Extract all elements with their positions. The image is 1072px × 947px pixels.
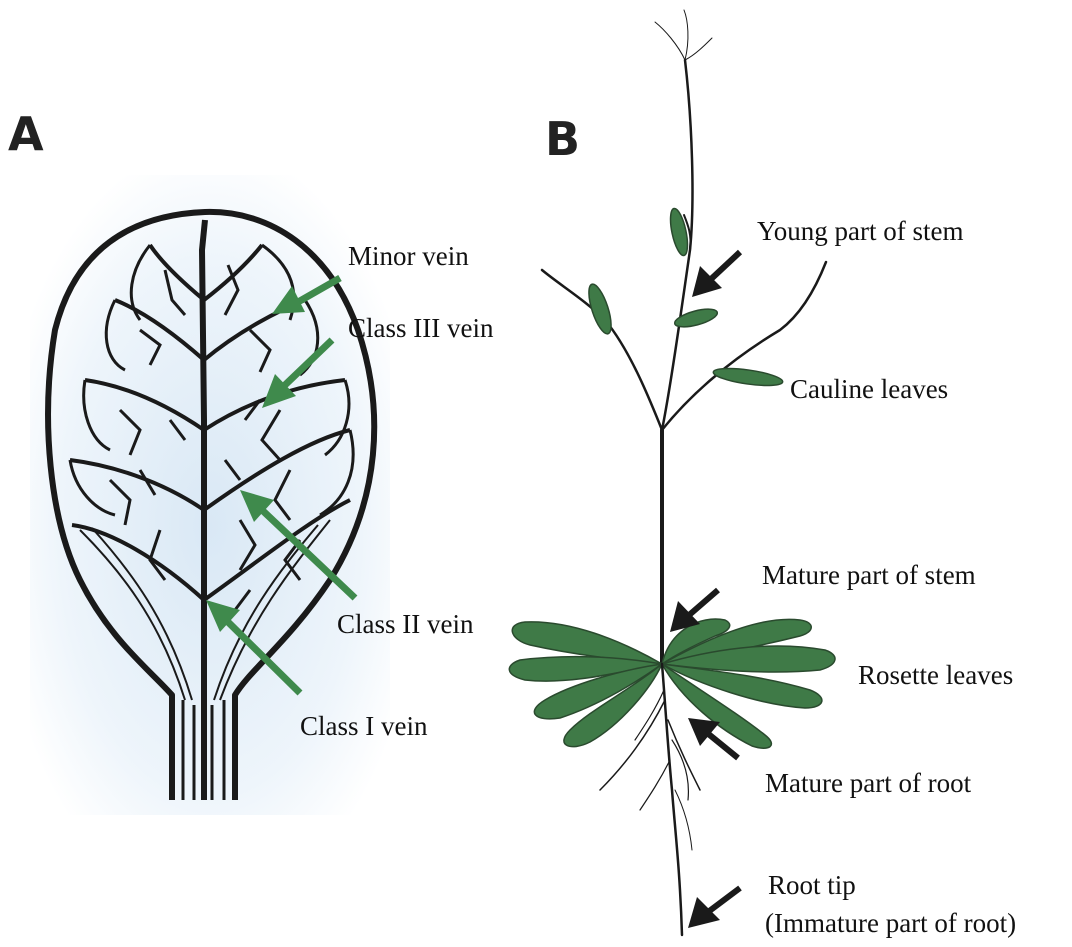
label-rosette-leaves: Rosette leaves bbox=[858, 660, 1013, 690]
label-class-one-vein: Class I vein bbox=[300, 711, 428, 741]
panel-a-letter: A bbox=[8, 107, 44, 161]
label-class-two-vein: Class II vein bbox=[337, 609, 474, 639]
label-cauline-leaves: Cauline leaves bbox=[790, 374, 948, 404]
plant-black-arrows bbox=[670, 252, 740, 928]
label-root-tip-immature: (Immature part of root) bbox=[765, 908, 1016, 938]
panel-b-letter: B bbox=[545, 112, 580, 166]
label-root-tip: Root tip bbox=[768, 870, 856, 900]
label-mature-root: Mature part of root bbox=[765, 768, 972, 798]
label-mature-stem: Mature part of stem bbox=[762, 560, 976, 590]
label-young-stem: Young part of stem bbox=[757, 216, 964, 246]
root-tip-arrow bbox=[688, 888, 740, 928]
panel-a: A bbox=[8, 107, 494, 815]
panel-b: B bbox=[509, 10, 1016, 938]
young-stem-arrow bbox=[692, 252, 740, 297]
label-class-three-vein: Class III vein bbox=[348, 313, 494, 343]
label-minor-vein: Minor vein bbox=[348, 241, 469, 271]
